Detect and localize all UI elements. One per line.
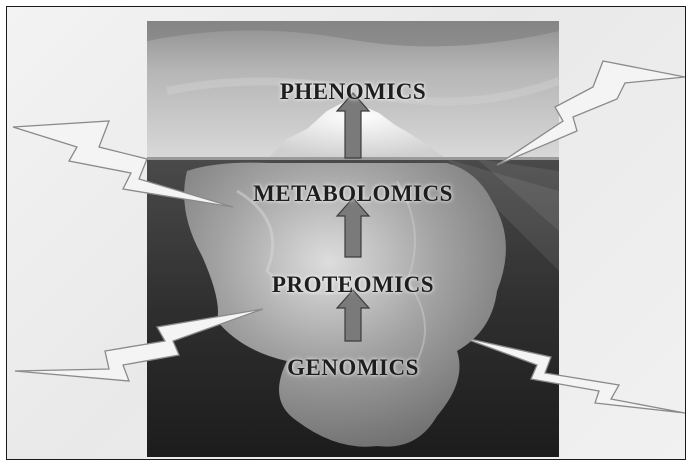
lightning-bolts	[7, 7, 686, 460]
lightning-bolt-icon	[461, 337, 685, 413]
lightning-bolt-icon	[13, 121, 233, 207]
lightning-bolt-icon	[497, 61, 685, 165]
lightning-bolt-icon	[15, 309, 263, 381]
diagram-frame: PHENOMICS METABOLOMICS PROTEOMICS GENOMI…	[6, 6, 686, 460]
